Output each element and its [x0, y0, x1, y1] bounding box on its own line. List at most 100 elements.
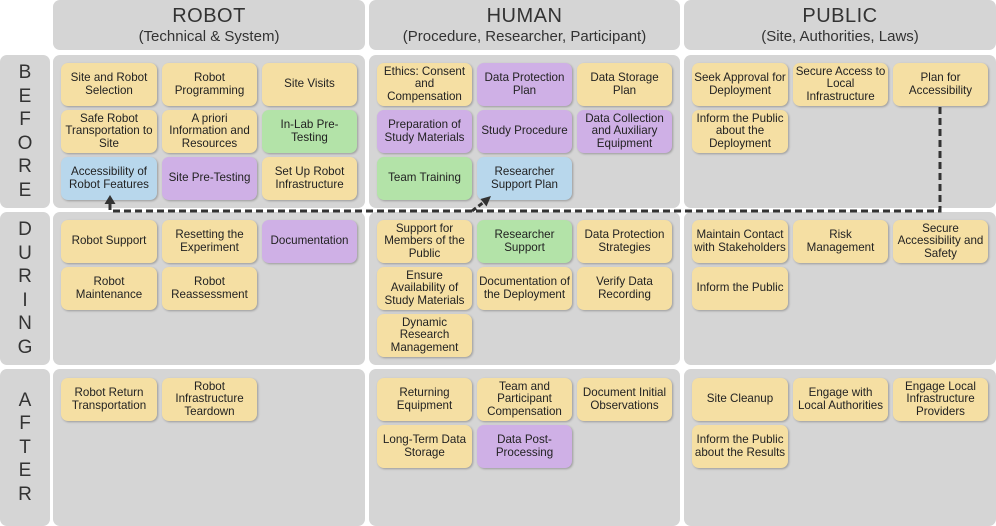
task-returning-equipment: Returning Equipment	[377, 378, 472, 421]
task-engage-local-authorities: Engage with Local Authorities	[793, 378, 888, 421]
task-inform-public-results: Inform the Public about the Results	[692, 425, 788, 468]
task-ensure-availability-materials: Ensure Availability of Study Materials	[377, 267, 472, 310]
task-long-term-data-storage: Long-Term Data Storage	[377, 425, 472, 468]
task-inform-the-public: Inform the Public	[692, 267, 788, 310]
human-column-subtitle: (Procedure, Researcher, Participant)	[402, 27, 647, 45]
row-letter: U	[18, 242, 32, 264]
task-label: Secure Accessibility and Safety	[897, 221, 984, 260]
task-preparation-of-study-materials: Preparation of Study Materials	[377, 110, 472, 153]
task-label: Engage with Local Authorities	[797, 385, 884, 412]
task-robot-reassessment: Robot Reassessment	[162, 267, 257, 310]
task-seek-approval: Seek Approval for Deployment	[692, 63, 788, 106]
task-label: Robot Programming	[174, 70, 245, 97]
task-label: Robot Maintenance	[75, 274, 143, 301]
task-label: Site Visits	[284, 77, 335, 91]
during-row-header	[0, 212, 50, 365]
task-researcher-support-plan: Researcher Support Plan	[477, 157, 572, 200]
after-row-header	[0, 369, 50, 526]
task-label: In-Lab Pre-Testing	[280, 117, 339, 144]
task-safe-robot-transportation: Safe Robot Transportation to Site	[61, 110, 157, 153]
task-label: Site and Robot Selection	[70, 70, 148, 97]
task-label: Support for Members of the Public	[384, 221, 465, 260]
task-data-protection-strategies: Data Protection Strategies	[577, 220, 672, 263]
task-robot-programming: Robot Programming	[162, 63, 257, 106]
before-row-header	[0, 55, 50, 208]
task-label: Accessibility of Robot Features	[69, 164, 149, 191]
row-letter: F	[19, 109, 31, 130]
task-risk-management: Risk Management	[793, 220, 888, 263]
row-letter: I	[22, 289, 28, 311]
task-study-procedure: Study Procedure	[477, 110, 572, 153]
task-label: Study Procedure	[481, 124, 568, 138]
task-label: Verify Data Recording	[596, 274, 653, 301]
row-letter: R	[18, 156, 32, 177]
task-site-visits: Site Visits	[262, 63, 357, 106]
task-label: Inform the Public about the Results	[694, 432, 786, 459]
task-label: Dynamic Research Management	[390, 315, 459, 354]
task-support-members-public: Support for Members of the Public	[377, 220, 472, 263]
public-column-title: PUBLIC	[802, 4, 878, 27]
task-label: Maintain Contact with Stakeholders	[694, 227, 786, 254]
task-label: Researcher Support	[494, 227, 555, 254]
row-letter: D	[18, 219, 32, 240]
task-label: Robot Reassessment	[171, 274, 248, 301]
task-engage-infrastructure-providers: Engage Local Infrastructure Providers	[893, 378, 988, 421]
task-label: Robot Return Transportation	[71, 385, 147, 412]
task-label: Documentation of the Deployment	[479, 274, 570, 301]
task-data-protection-plan: Data Protection Plan	[477, 63, 572, 106]
row-letter: R	[18, 266, 32, 287]
task-label: Researcher Support Plan	[490, 164, 559, 191]
task-label: Data Collection and Auxiliary Equipment	[585, 111, 664, 150]
task-label: Robot Infrastructure Teardown	[175, 379, 244, 418]
row-letter: E	[18, 179, 32, 201]
task-label: Site Cleanup	[706, 392, 774, 406]
task-label: Secure Access to Local Infrastructure	[795, 64, 886, 103]
task-robot-support: Robot Support	[61, 220, 157, 263]
task-label: Ethics: Consent and Compensation	[383, 64, 466, 103]
row-letter: F	[19, 413, 31, 435]
human-column-heading: HUMAN (Procedure, Researcher, Participan…	[369, 3, 680, 47]
task-team-training: Team Training	[377, 157, 472, 200]
robot-column-header	[53, 0, 365, 50]
human-column-header	[369, 0, 680, 50]
row-letter: E	[18, 85, 32, 107]
row-letter: R	[18, 483, 32, 505]
row-letter: E	[18, 460, 32, 482]
task-researcher-support: Researcher Support	[477, 220, 572, 263]
task-label: Resetting the Experiment	[175, 227, 244, 254]
before-row-label: B E F O R E	[0, 55, 50, 208]
task-maintain-contact-stakeholders: Maintain Contact with Stakeholders	[692, 220, 788, 263]
task-label: Preparation of Study Materials	[384, 117, 465, 144]
task-resetting-the-experiment: Resetting the Experiment	[162, 220, 257, 263]
task-site-pre-testing: Site Pre-Testing	[162, 157, 257, 200]
task-label: Data Post-Processing	[495, 432, 554, 459]
task-site-and-robot-selection: Site and Robot Selection	[61, 63, 157, 106]
during-row-label: D U R I N G	[0, 212, 50, 365]
public-column-heading: PUBLIC (Site, Authorities, Laws)	[684, 3, 996, 47]
task-label: Inform the Public about the Deployment	[696, 111, 784, 150]
task-label: Team and Participant Compensation	[487, 379, 562, 418]
robot-column-subtitle: (Technical & System)	[138, 27, 280, 45]
task-robot-maintenance: Robot Maintenance	[61, 267, 157, 310]
task-label: A priori Information and Resources	[169, 111, 250, 150]
task-label: Plan for Accessibility	[908, 70, 973, 97]
robot-column-heading: ROBOT (Technical & System)	[53, 3, 365, 47]
task-dynamic-research-management: Dynamic Research Management	[377, 314, 472, 357]
public-column-subtitle: (Site, Authorities, Laws)	[761, 27, 919, 45]
task-label: Data Protection Strategies	[584, 227, 665, 254]
task-in-lab-pre-testing: In-Lab Pre-Testing	[262, 110, 357, 153]
row-letter: T	[19, 436, 31, 458]
task-label: Documentation	[270, 234, 349, 248]
task-plan-for-accessibility: Plan for Accessibility	[893, 63, 988, 106]
task-site-cleanup: Site Cleanup	[692, 378, 788, 421]
task-label: Site Pre-Testing	[168, 171, 251, 185]
task-set-up-robot-infrastructure: Set Up Robot Infrastructure	[262, 157, 357, 200]
task-label: Inform the Public	[696, 281, 784, 295]
task-label: Ensure Availability of Study Materials	[384, 268, 465, 307]
public-column-header	[684, 0, 996, 50]
task-label: Team Training	[388, 171, 461, 185]
row-letter: A	[18, 389, 32, 411]
task-robot-return-transportation: Robot Return Transportation	[61, 378, 157, 421]
task-inform-public-deployment: Inform the Public about the Deployment	[692, 110, 788, 153]
task-secure-access-infrastructure: Secure Access to Local Infrastructure	[793, 63, 888, 106]
